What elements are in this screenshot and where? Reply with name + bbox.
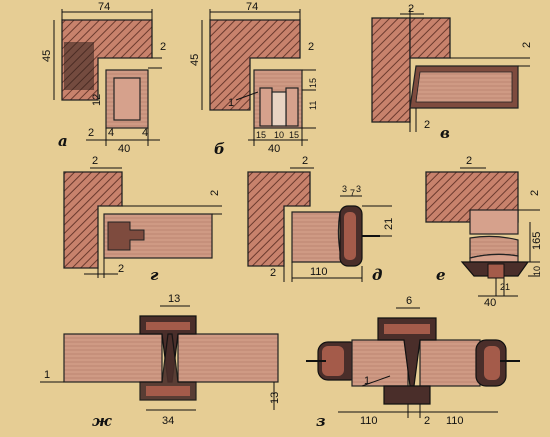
label-zh: ж <box>92 412 112 430</box>
frame-profile-d <box>247 171 311 267</box>
dim-2bot-g: 2 <box>118 263 124 275</box>
frame-profile-g <box>63 171 123 269</box>
dim-1-zh: 1 <box>44 369 50 381</box>
panel-b: 74 45 2 15 11 1 15 10 15 40 б <box>189 1 318 158</box>
sash-inner-a <box>113 77 141 121</box>
dim-15b-b: 15 <box>289 130 299 140</box>
dim-7-d: 7 <box>350 188 355 198</box>
dim-2top-d: 2 <box>302 155 308 167</box>
dim-2-a: 2 <box>160 41 166 53</box>
dim-34-zh: 34 <box>162 415 174 427</box>
dim-11-b: 11 <box>308 101 318 110</box>
dim-2top-g: 2 <box>92 155 98 167</box>
dim-110a-z: 110 <box>360 415 378 427</box>
dim-74-a: 74 <box>98 1 110 13</box>
sash-top-e <box>469 209 519 235</box>
seal-bot-zh <box>139 333 197 401</box>
frame-post-v <box>371 17 411 123</box>
panel-zh: 13 1 34 13 ж <box>40 293 281 430</box>
panel-g: 2 2 2 г <box>63 155 222 284</box>
label-g: г <box>150 266 159 284</box>
sash-d <box>291 211 343 263</box>
dim-3b-d: 3 <box>356 184 361 194</box>
label-v: в <box>440 124 450 142</box>
label-a: а <box>58 132 68 150</box>
tenon-g <box>107 221 145 251</box>
dim-45-b: 45 <box>189 54 201 66</box>
sash-g <box>103 213 213 259</box>
dim-21-d: 21 <box>383 218 395 230</box>
dim-10-e: 10 <box>532 266 542 276</box>
dim-2bot-d: 2 <box>270 267 276 279</box>
dim-15a-b: 15 <box>256 130 266 140</box>
dim-10-b: 10 <box>274 130 284 140</box>
label-d: д <box>372 266 382 284</box>
sash-left-zh <box>63 333 163 383</box>
dim-12-a: 12 <box>91 94 103 106</box>
dim-1-b: 1 <box>228 97 234 109</box>
dim-110-d: 110 <box>310 266 328 278</box>
dim-40-e: 40 <box>484 297 496 309</box>
dim-2bot-v: 2 <box>424 119 430 131</box>
dim-2-b: 2 <box>308 41 314 53</box>
dim-21-e: 21 <box>500 282 510 292</box>
panel-d: 2 3 7 3 21 2 110 д <box>247 155 395 284</box>
dim-110b-z: 110 <box>446 415 464 427</box>
sash-right-z <box>419 339 481 387</box>
frame-shadow-a <box>64 42 94 90</box>
dim-40-a: 40 <box>118 143 130 155</box>
dim-2top-e: 2 <box>466 155 472 167</box>
dim-15-right-b: 15 <box>308 78 318 88</box>
dim-2right-e: 2 <box>529 190 541 196</box>
panel-v: 2 2 2 в <box>371 3 533 142</box>
panel-a: 74 45 2 12 2 4 4 40 а <box>41 1 166 155</box>
dim-13-right-zh: 13 <box>269 392 281 404</box>
dim-2right-v: 2 <box>521 42 533 48</box>
dim-2top-v: 2 <box>408 3 414 15</box>
label-e: е <box>436 266 446 284</box>
sash-right-zh <box>177 333 279 383</box>
label-b: б <box>214 140 225 158</box>
dim-74-b: 74 <box>246 1 258 13</box>
dim-13-top-zh: 13 <box>168 293 180 305</box>
label-z: з <box>316 412 326 430</box>
panel-z: 6 1 110 2 110 з <box>306 295 520 430</box>
dim-2b-a: 2 <box>88 127 94 139</box>
seal-bot-z <box>383 385 431 405</box>
dim-45-a: 45 <box>41 50 53 62</box>
dim-40-b: 40 <box>268 143 280 155</box>
panel-e: 2 2 165 10 21 40 е <box>425 155 543 309</box>
dim-2-z: 2 <box>424 415 430 427</box>
sash-left-z <box>351 339 409 387</box>
dim-1-z: 1 <box>364 375 370 387</box>
groove-b <box>271 91 287 127</box>
dim-4a-a: 4 <box>108 127 114 139</box>
dim-6-z: 6 <box>406 295 412 307</box>
dim-4b-a: 4 <box>142 127 148 139</box>
dim-2right-g: 2 <box>209 190 221 196</box>
dim-3-d: 3 <box>342 184 347 194</box>
dim-165-e: 165 <box>531 232 543 250</box>
